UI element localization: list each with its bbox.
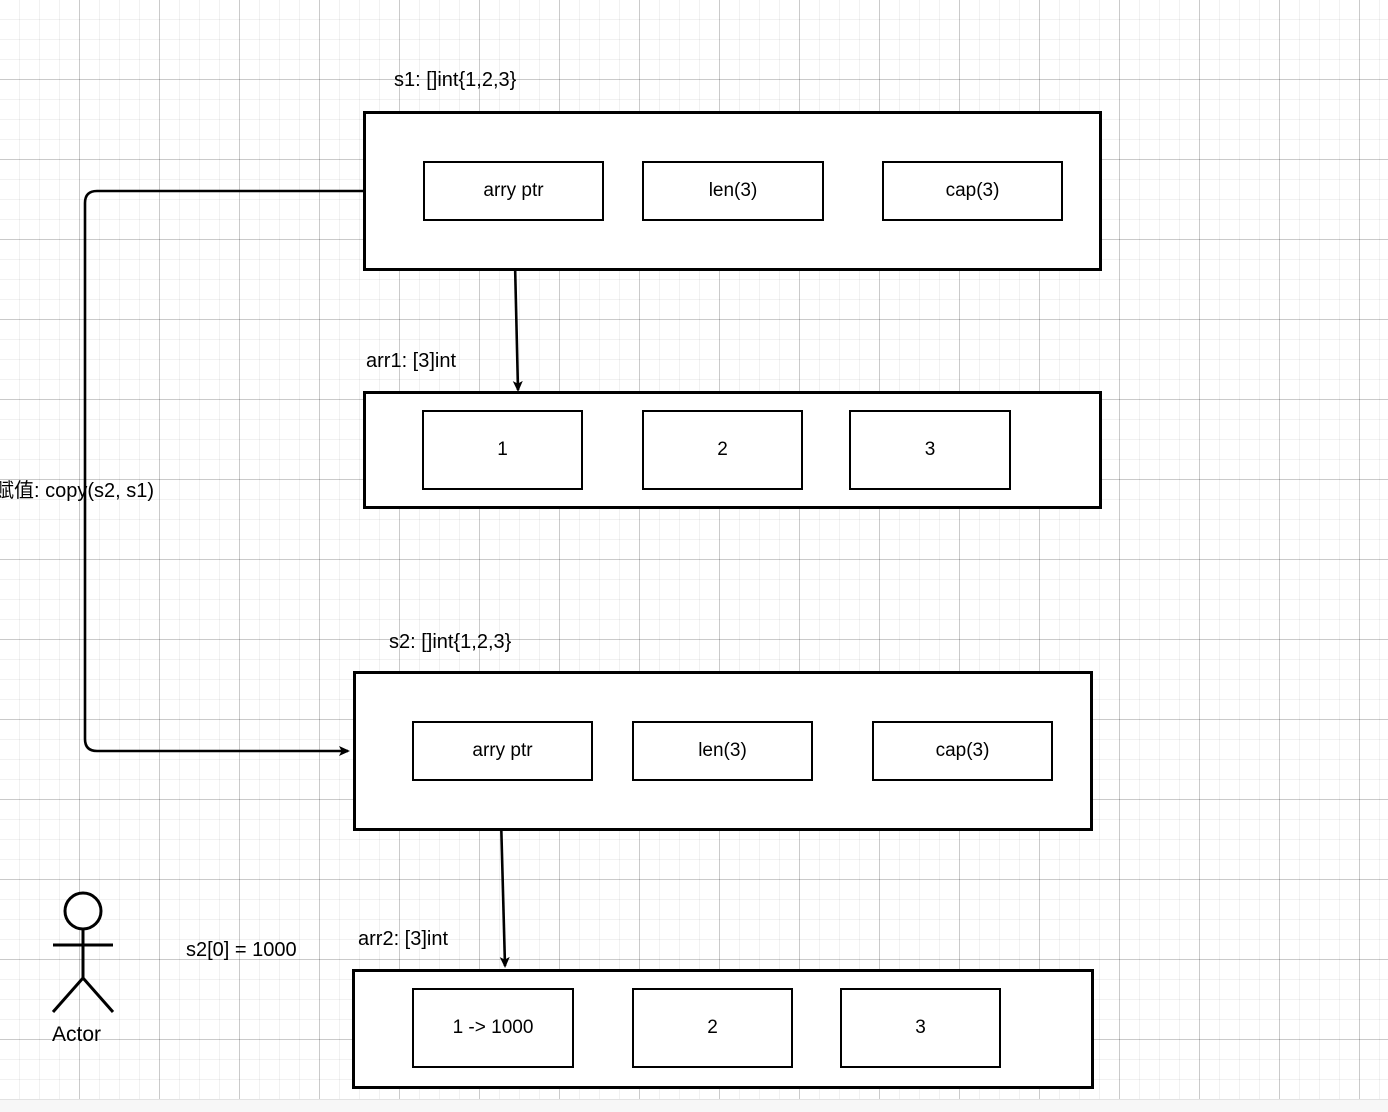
s1-capacity-cell: cap(3) bbox=[882, 161, 1063, 221]
actor-caption-label: Actor bbox=[52, 1023, 102, 1046]
s2-title-label: s2: []int{1,2,3} bbox=[389, 631, 512, 653]
arr2-element-2-label: 3 bbox=[915, 1017, 926, 1038]
arr1-element-0-label: 1 bbox=[497, 439, 508, 460]
arr1-title-label: arr1: [3]int bbox=[366, 350, 457, 372]
edge-copy-s1-to-s2 bbox=[83, 189, 363, 756]
actor-left-leg-line bbox=[51, 977, 85, 1013]
s1-length-label: len(3) bbox=[708, 180, 758, 201]
page-bottom-edge bbox=[0, 1099, 1388, 1112]
arr2-element-1-cell: 2 bbox=[632, 988, 793, 1068]
s1-capacity-label: cap(3) bbox=[945, 180, 1000, 201]
s1-array-pointer-label: arry ptr bbox=[483, 180, 544, 201]
s2-array-pointer-cell: arry ptr bbox=[412, 721, 593, 781]
mutation-label: s2[0] = 1000 bbox=[186, 939, 297, 961]
s2-array-pointer-label: arry ptr bbox=[472, 740, 533, 761]
arr2-element-2-cell: 3 bbox=[840, 988, 1001, 1068]
s2-length-cell: len(3) bbox=[632, 721, 813, 781]
s1-length-cell: len(3) bbox=[642, 161, 824, 221]
copy-edge-label: 赋值: copy(s2, s1) bbox=[0, 480, 155, 502]
s2-capacity-cell: cap(3) bbox=[872, 721, 1053, 781]
arr2-element-0-label: 1 -> 1000 bbox=[452, 1017, 534, 1038]
arr1-element-2-cell: 3 bbox=[849, 410, 1011, 490]
arr2-element-1-label: 2 bbox=[707, 1017, 718, 1038]
actor-figure bbox=[51, 891, 115, 1013]
actor-head-icon bbox=[63, 891, 103, 931]
arr1-element-1-label: 2 bbox=[717, 439, 728, 460]
s2-capacity-label: cap(3) bbox=[935, 740, 990, 761]
s2-length-label: len(3) bbox=[698, 740, 747, 761]
actor-right-leg-line bbox=[81, 977, 115, 1013]
arr1-element-1-cell: 2 bbox=[642, 410, 803, 490]
arr1-element-2-label: 3 bbox=[924, 439, 936, 460]
arr2-element-0-cell: 1 -> 1000 bbox=[412, 988, 574, 1068]
s1-title-label: s1: []int{1,2,3} bbox=[394, 69, 517, 91]
arr1-element-0-cell: 1 bbox=[422, 410, 583, 490]
arr2-title-label: arr2: [3]int bbox=[358, 928, 449, 950]
s1-array-pointer-cell: arry ptr bbox=[423, 161, 604, 221]
